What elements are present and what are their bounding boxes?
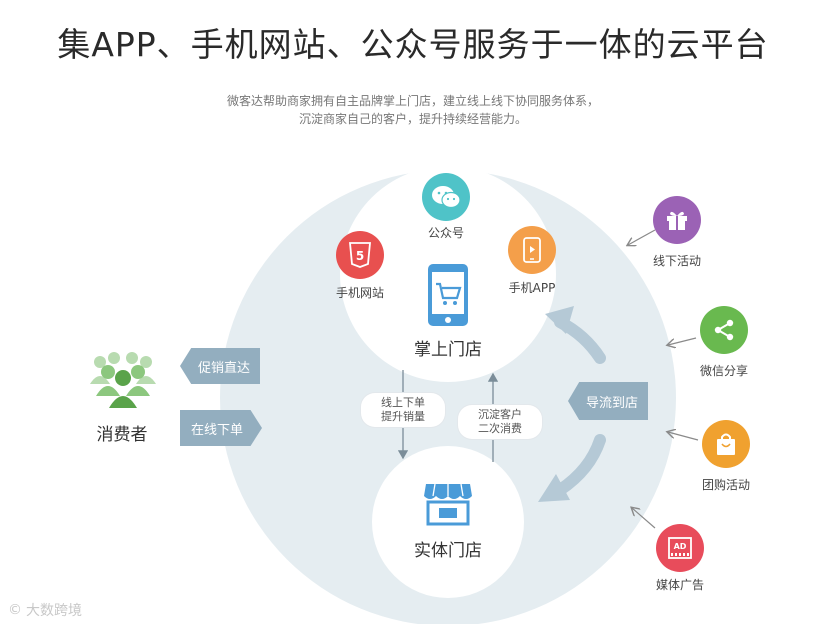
activity-arrow-share bbox=[668, 337, 697, 345]
phone-app-icon bbox=[508, 226, 556, 274]
ad-icon: AD bbox=[656, 524, 704, 572]
flow-label-up-line2: 二次消费 bbox=[478, 422, 522, 435]
consumer-circle bbox=[58, 332, 186, 460]
flow-label-down-line2: 提升销量 bbox=[381, 410, 425, 423]
shopping-bag-icon bbox=[702, 420, 750, 468]
gift-icon bbox=[653, 196, 701, 244]
html5-icon: 5 bbox=[336, 231, 384, 279]
order-online-tag: 在线下单 bbox=[180, 410, 262, 446]
activity-arrow-group bbox=[668, 432, 699, 441]
traffic-to-store-tag-label: 导流到店 bbox=[585, 395, 638, 411]
watermark-text: 大数跨境 bbox=[26, 603, 82, 619]
physical-store-circle bbox=[372, 446, 524, 598]
mobile-store-icon bbox=[426, 262, 470, 328]
consumers-group-icon bbox=[88, 350, 158, 410]
flow-label-up-line1: 沉淀客户 bbox=[478, 408, 522, 421]
flow-label-down: 线上下单 提升销量 bbox=[361, 393, 445, 427]
channel-label-mobile-site: 手机网站 bbox=[335, 286, 384, 300]
order-online-tag-label: 在线下单 bbox=[190, 422, 243, 438]
wechat-icon bbox=[422, 173, 470, 221]
activity-label-media-ad: 媒体广告 bbox=[655, 578, 704, 592]
consumer-label: 消费者 bbox=[96, 425, 148, 445]
page-title: 集APP、手机网站、公众号服务于一体的云平台 bbox=[57, 25, 769, 64]
promo-tag-label: 促销直达 bbox=[197, 360, 250, 376]
curved-arrow-down bbox=[554, 434, 606, 496]
curved-arrow-up-head bbox=[545, 306, 574, 334]
channel-label-mobile-app: 手机APP bbox=[508, 281, 556, 295]
activity-arrow-media bbox=[632, 508, 656, 529]
activity-label-share: 微信分享 bbox=[699, 364, 748, 378]
flow-label-down-line1: 线上下单 bbox=[381, 396, 425, 409]
activity-label-group-buy: 团购活动 bbox=[701, 478, 750, 492]
subtitle-line-1: 微客达帮助商家拥有自主品牌掌上门店，建立线上线下协同服务体系， bbox=[226, 94, 599, 108]
svg-text:AD: AD bbox=[674, 542, 687, 551]
online-store-label: 掌上门店 bbox=[414, 340, 482, 360]
promo-tag: 促销直达 bbox=[180, 348, 260, 384]
channel-label-wechat: 公众号 bbox=[427, 226, 464, 240]
share-icon bbox=[700, 306, 748, 354]
storefront-icon bbox=[422, 480, 474, 526]
watermark: © 大数跨境 bbox=[8, 600, 82, 620]
activity-label-offline: 线下活动 bbox=[652, 254, 701, 268]
watermark-logo-icon: © bbox=[8, 602, 22, 618]
platform-circle bbox=[220, 170, 676, 624]
subtitle-line-2: 沉淀商家自己的客户，提升持续经营能力。 bbox=[298, 112, 527, 126]
flow-label-up: 沉淀客户 二次消费 bbox=[458, 405, 542, 439]
physical-store-label: 实体门店 bbox=[414, 541, 482, 561]
svg-text:5: 5 bbox=[356, 249, 364, 263]
activity-arrow-offline bbox=[628, 229, 656, 245]
traffic-to-store-tag: 导流到店 bbox=[568, 382, 648, 420]
curved-arrow-down-head bbox=[538, 474, 570, 502]
